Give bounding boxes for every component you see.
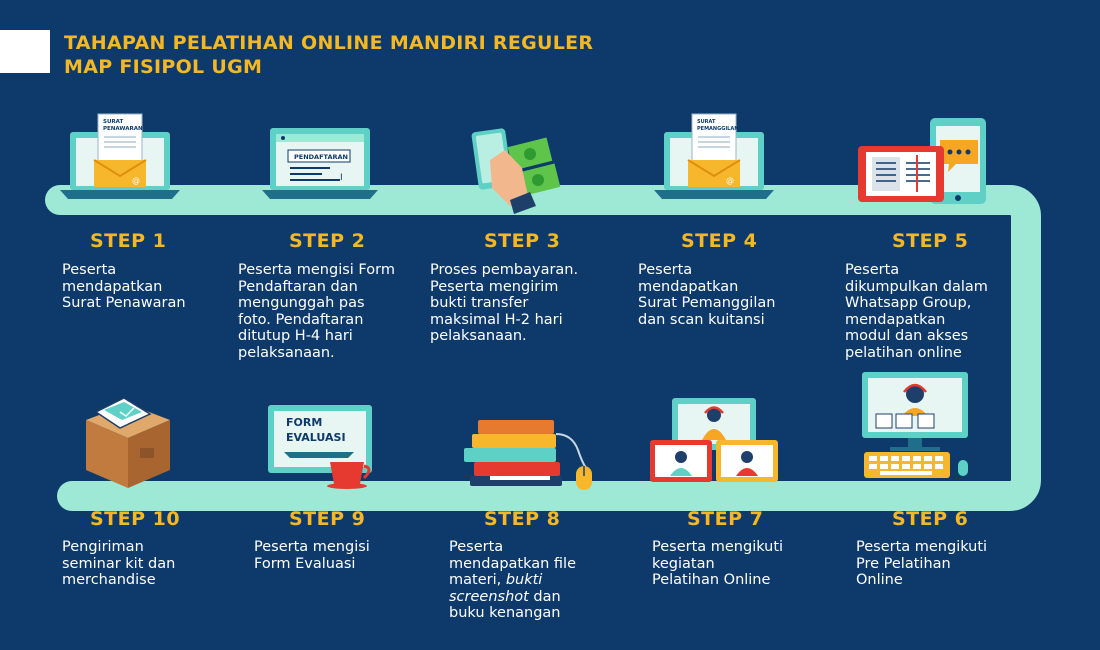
step-9-label: STEP 9 <box>289 508 366 530</box>
surat-penawaran-text-1: SURAT <box>103 119 123 125</box>
online-training-screens-icon <box>650 398 778 482</box>
package-box-icon <box>86 397 170 488</box>
step-4-label: STEP 4 <box>681 230 758 252</box>
svg-text:I: I <box>340 173 343 183</box>
whatsapp-group-devices-icon <box>858 118 986 204</box>
desktop-video-conference-icon <box>862 372 968 478</box>
step-7-label: STEP 7 <box>687 508 764 530</box>
envelope-laptop-icon: SURAT PENAWARAN @ <box>60 113 180 199</box>
svg-text:@: @ <box>132 176 140 185</box>
step-3-label: STEP 3 <box>484 230 561 252</box>
step-8-label: STEP 8 <box>484 508 561 530</box>
payment-transfer-icon <box>471 128 561 214</box>
step-10-label: STEP 10 <box>90 508 181 530</box>
pendaftaran-text: PENDAFTARAN <box>294 153 348 161</box>
step-6-label: STEP 6 <box>892 508 969 530</box>
process-path <box>45 185 1041 511</box>
step-1-label: STEP 1 <box>90 230 167 252</box>
form-evaluasi-text-2: EVALUASI <box>286 431 346 444</box>
svg-text:@: @ <box>726 176 734 185</box>
summons-letter-laptop-icon: SURAT PEMANGGILAN @ <box>654 113 774 199</box>
step-5-label: STEP 5 <box>892 230 969 252</box>
surat-penawaran-text-2: PENAWARAN <box>103 126 143 132</box>
page-title-line1: TAHAPAN PELATIHAN ONLINE MANDIRI REGULER <box>64 32 594 54</box>
page-title-line2: MAP FISIPOL UGM <box>64 56 263 78</box>
corner-block <box>0 30 50 73</box>
step-8-description: Peserta mendapatkan file materi, bukti s… <box>449 539 577 622</box>
surat-pemanggilan-text-1: SURAT <box>697 119 716 125</box>
books-mouse-icon <box>464 420 592 490</box>
form-evaluasi-text-1: FORM <box>286 416 322 429</box>
step-2-label: STEP 2 <box>289 230 366 252</box>
registration-form-laptop-icon: PENDAFTARAN I <box>262 128 378 199</box>
evaluation-form-laptop-icon: FORM EVALUASI <box>268 405 372 489</box>
surat-pemanggilan-text-2: PEMANGGILAN <box>697 126 738 132</box>
